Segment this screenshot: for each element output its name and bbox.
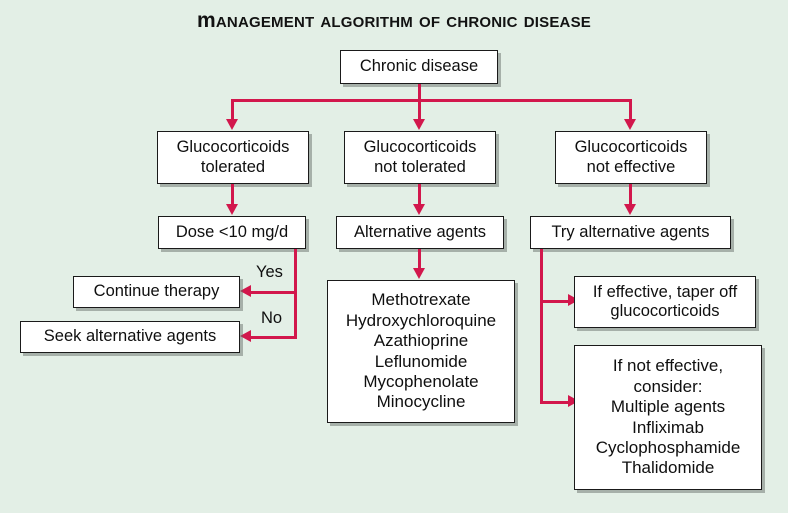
- connector-try-spine: [540, 249, 543, 404]
- connector-alt-to-drug-list: [418, 249, 421, 270]
- node-not-tolerated-line1: Glucocorticoids: [363, 138, 477, 157]
- node-glucocorticoids-not-effective[interactable]: Glucocorticoids not effective: [555, 131, 707, 184]
- consider-list-item: Cyclophosphamide: [595, 437, 741, 457]
- connector-no: [251, 336, 296, 339]
- node-continue-therapy[interactable]: Continue therapy: [73, 276, 240, 308]
- consider-list-item: Multiple agents: [610, 397, 726, 417]
- drug-list-item: Azathioprine: [373, 331, 469, 351]
- node-chronic-disease[interactable]: Chronic disease: [340, 50, 498, 84]
- connector-yes: [251, 291, 296, 294]
- node-try-alternative-agents[interactable]: Try alternative agents: [530, 216, 731, 249]
- node-if-effective-taper[interactable]: If effective, taper off glucocorticoids: [574, 276, 756, 328]
- node-continue-therapy-label: Continue therapy: [93, 282, 220, 301]
- page-title: Management Algorithm of Chronic Disease: [197, 9, 591, 32]
- node-not-effective-line1: Glucocorticoids: [574, 138, 688, 157]
- arrow-to-if-not-effective: [568, 395, 579, 407]
- arrow-to-alternative-agents: [413, 204, 425, 215]
- node-alternative-agents-label: Alternative agents: [353, 222, 487, 241]
- node-dose-check-label: Dose <10 mg/d: [175, 222, 289, 241]
- node-glucocorticoids-tolerated[interactable]: Glucocorticoids tolerated: [157, 131, 309, 184]
- consider-list-item: Infliximab: [632, 417, 704, 437]
- edge-label-no: No: [261, 309, 283, 327]
- arrow-to-if-effective: [568, 294, 579, 306]
- arrow-to-continue-therapy: [240, 285, 251, 297]
- node-alternative-agents[interactable]: Alternative agents: [336, 216, 504, 249]
- node-if-effective-line1: If effective, taper off: [592, 282, 738, 301]
- arrow-to-seek-alternative-agents: [240, 330, 251, 342]
- node-if-effective-line2: glucocorticoids: [610, 302, 720, 320]
- node-seek-alternative-agents[interactable]: Seek alternative agents: [20, 321, 240, 353]
- drug-list-item: Hydroxychloroquine: [345, 310, 497, 330]
- drug-list-item: Mycophenolate: [363, 371, 479, 391]
- node-try-alternative-agents-label: Try alternative agents: [551, 222, 710, 241]
- connector-drop-left: [231, 99, 234, 120]
- drug-list-item: Minocycline: [376, 392, 466, 412]
- connector-not-effective-to-try: [629, 184, 632, 206]
- node-not-effective-line2: not effective: [586, 157, 676, 176]
- connector-drop-right: [629, 99, 632, 120]
- connector-tolerated-to-dose: [231, 184, 234, 206]
- drug-list-item: Leflunomide: [374, 351, 468, 371]
- node-seek-alternative-agents-label: Seek alternative agents: [43, 327, 217, 346]
- consider-list-item: If not effective,: [612, 356, 724, 376]
- arrow-to-tolerated: [226, 119, 238, 130]
- edge-label-yes: Yes: [256, 263, 283, 281]
- connector-not-tolerated-to-alt: [418, 184, 421, 206]
- consider-list-item: consider:: [633, 376, 703, 396]
- arrow-to-not-tolerated: [413, 119, 425, 130]
- node-not-tolerated-line2: not tolerated: [374, 157, 466, 176]
- node-dose-check[interactable]: Dose <10 mg/d: [158, 216, 306, 249]
- node-glucocorticoids-not-tolerated[interactable]: Glucocorticoids not tolerated: [344, 131, 496, 184]
- connector-drop-center: [418, 99, 421, 120]
- node-tolerated-line2: tolerated: [200, 157, 266, 176]
- arrow-to-not-effective: [624, 119, 636, 130]
- connector-distributor: [231, 99, 632, 102]
- arrow-to-try-alternative-agents: [624, 204, 636, 215]
- node-drug-list[interactable]: Methotrexate Hydroxychloroquine Azathiop…: [327, 280, 515, 423]
- connector-to-if-not-effective: [540, 401, 570, 404]
- arrow-to-dose-check: [226, 204, 238, 215]
- node-chronic-disease-label: Chronic disease: [359, 57, 479, 76]
- drug-list-item: Methotrexate: [371, 290, 471, 310]
- connector-to-if-effective: [540, 300, 570, 303]
- connector-root-stem: [418, 84, 421, 102]
- arrow-to-drug-list: [413, 268, 425, 279]
- node-tolerated-line1: Glucocorticoids: [176, 138, 290, 157]
- consider-list-item: Thalidomide: [621, 458, 715, 478]
- connector-dose-spine: [294, 249, 297, 339]
- node-if-not-effective-consider[interactable]: If not effective, consider: Multiple age…: [574, 345, 762, 490]
